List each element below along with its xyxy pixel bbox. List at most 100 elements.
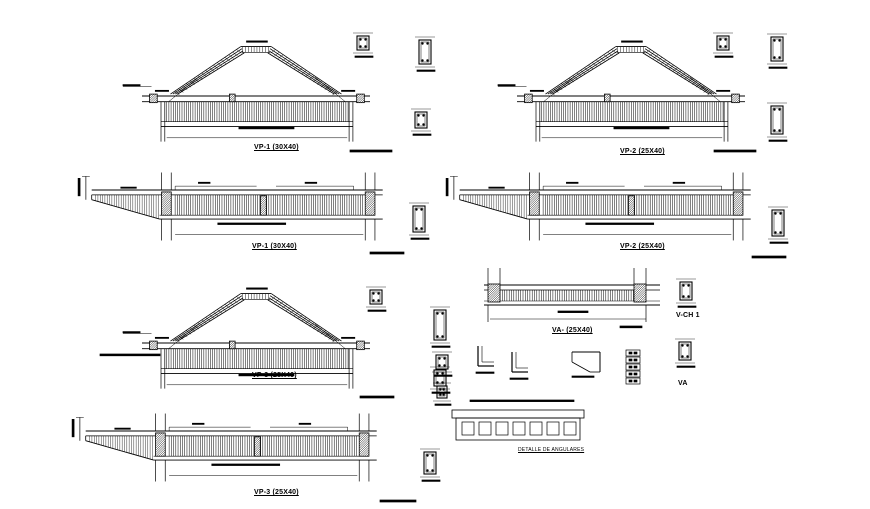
stirrup-detail-loop xyxy=(547,422,559,435)
rebar-dot xyxy=(779,231,781,233)
scale-note xyxy=(360,396,394,398)
rebar-dot xyxy=(778,129,780,131)
rebar-dot xyxy=(377,299,379,301)
vp3-elevation-inclined-rebar xyxy=(175,298,243,341)
vp3-elevation-note xyxy=(123,332,140,333)
line-work xyxy=(629,352,632,354)
vp3-elevation-inclined-rebar xyxy=(178,300,245,341)
scale-note xyxy=(714,150,756,152)
stirrup-detail-loop xyxy=(462,422,474,435)
rebar-dot xyxy=(372,292,374,294)
section-label xyxy=(769,67,787,68)
vp2-elevation-note xyxy=(530,90,543,91)
va-dimension-bar xyxy=(558,311,588,313)
vp2-elevation-inclined-rebar xyxy=(553,53,620,94)
stirrup-detail-title: DETALLE DE ANGULARES xyxy=(518,447,584,453)
stirrup-detail-loop xyxy=(564,422,576,435)
beam-title-vp2-elevation: VP-2 (25X40) xyxy=(620,148,665,155)
vp3-cantilever-dimension-bar xyxy=(212,464,280,466)
scale-note xyxy=(752,256,786,258)
vp3-elevation-inclined-rebar xyxy=(173,296,242,341)
vp1-elevation-inclined-rebar xyxy=(270,49,339,94)
rebar-dot xyxy=(420,227,422,229)
section-label xyxy=(435,404,451,405)
rebar-dot xyxy=(773,56,775,58)
rebar-dot xyxy=(359,45,361,47)
vp3-cantilever-note xyxy=(299,423,311,424)
vp2-cantilever-dimension-bar xyxy=(586,223,654,225)
vp1-elevation-inclined-rebar xyxy=(175,51,243,94)
vp2-elevation-inclined-rebar xyxy=(645,49,714,94)
stirrup-detail-body xyxy=(456,418,580,440)
line-work xyxy=(634,373,637,375)
vp1-elevation-note xyxy=(155,90,168,91)
vp3-elevation-note xyxy=(247,288,268,289)
vp1-cantilever-vertical-dim-text xyxy=(78,178,80,195)
beam-title-vp3-cantilever: VP-3 (25X40) xyxy=(254,489,299,496)
line-work xyxy=(634,352,637,354)
vp1-elevation-note xyxy=(123,85,140,86)
vp3-cantilever-note xyxy=(115,428,131,429)
vp2-elevation-inclined-rebar xyxy=(644,51,712,94)
line-work xyxy=(629,380,632,382)
vp1-cantilever-dimension-bar xyxy=(218,223,286,225)
stirrup-detail-header xyxy=(470,400,574,402)
stirrup-detail-loop xyxy=(479,422,491,435)
line-work xyxy=(690,77,720,102)
rebar-dot xyxy=(719,45,721,47)
line-work xyxy=(629,366,632,368)
vp2-cantilever-vertical-dim-text xyxy=(446,178,448,195)
connection-detail-1-label xyxy=(476,372,494,373)
rebar-dot xyxy=(436,381,438,383)
rebar-dot xyxy=(686,355,688,357)
rebar-dot xyxy=(359,38,361,40)
rebar-table-cell xyxy=(626,364,640,370)
section-label xyxy=(432,346,450,347)
rebar-dot xyxy=(778,56,780,58)
vp2-elevation-note xyxy=(498,85,515,86)
rebar-dot xyxy=(442,388,444,390)
line-work xyxy=(315,324,345,349)
stirrup-detail-loop xyxy=(513,422,525,435)
section-label xyxy=(677,366,695,367)
vp2-cantilever-note xyxy=(566,182,578,183)
line-work xyxy=(634,366,637,368)
rebar-dot xyxy=(681,355,683,357)
rebar-dot xyxy=(436,312,438,314)
section-label xyxy=(715,56,733,57)
section-label xyxy=(417,70,435,71)
vp2-cantilever-note xyxy=(673,182,685,183)
rebar-dot xyxy=(681,344,683,346)
rebar-dot xyxy=(682,284,684,286)
line-work xyxy=(169,324,199,349)
section-label xyxy=(770,242,788,243)
section-label xyxy=(422,480,440,481)
rebar-dot xyxy=(420,208,422,210)
rebar-dot xyxy=(773,39,775,41)
vp2-elevation-inclined-rebar xyxy=(550,51,618,94)
rebar-dot xyxy=(441,381,443,383)
rebar-dot xyxy=(773,129,775,131)
connection-detail-2-label xyxy=(510,378,528,379)
rebar-dot xyxy=(417,114,419,116)
section-label xyxy=(355,56,373,57)
line-work xyxy=(774,212,782,234)
rebar-dot xyxy=(426,469,428,471)
rebar-dot xyxy=(438,357,440,359)
vp3-cantilever-note xyxy=(192,423,204,424)
rebar-table-cell xyxy=(626,371,640,377)
rebar-dot xyxy=(426,454,428,456)
rebar-dot xyxy=(774,212,776,214)
rebar-table-cell xyxy=(626,378,640,384)
rebar-table-cell xyxy=(626,357,640,363)
line-work xyxy=(773,108,781,132)
line-work xyxy=(629,359,632,361)
scale-note xyxy=(350,150,392,152)
rebar-dot xyxy=(443,364,445,366)
beam-title-vp3-elevation: VP-3 (25X40) xyxy=(252,372,297,379)
line-work xyxy=(315,77,345,102)
line-work xyxy=(629,373,632,375)
rebar-dot xyxy=(364,38,366,40)
